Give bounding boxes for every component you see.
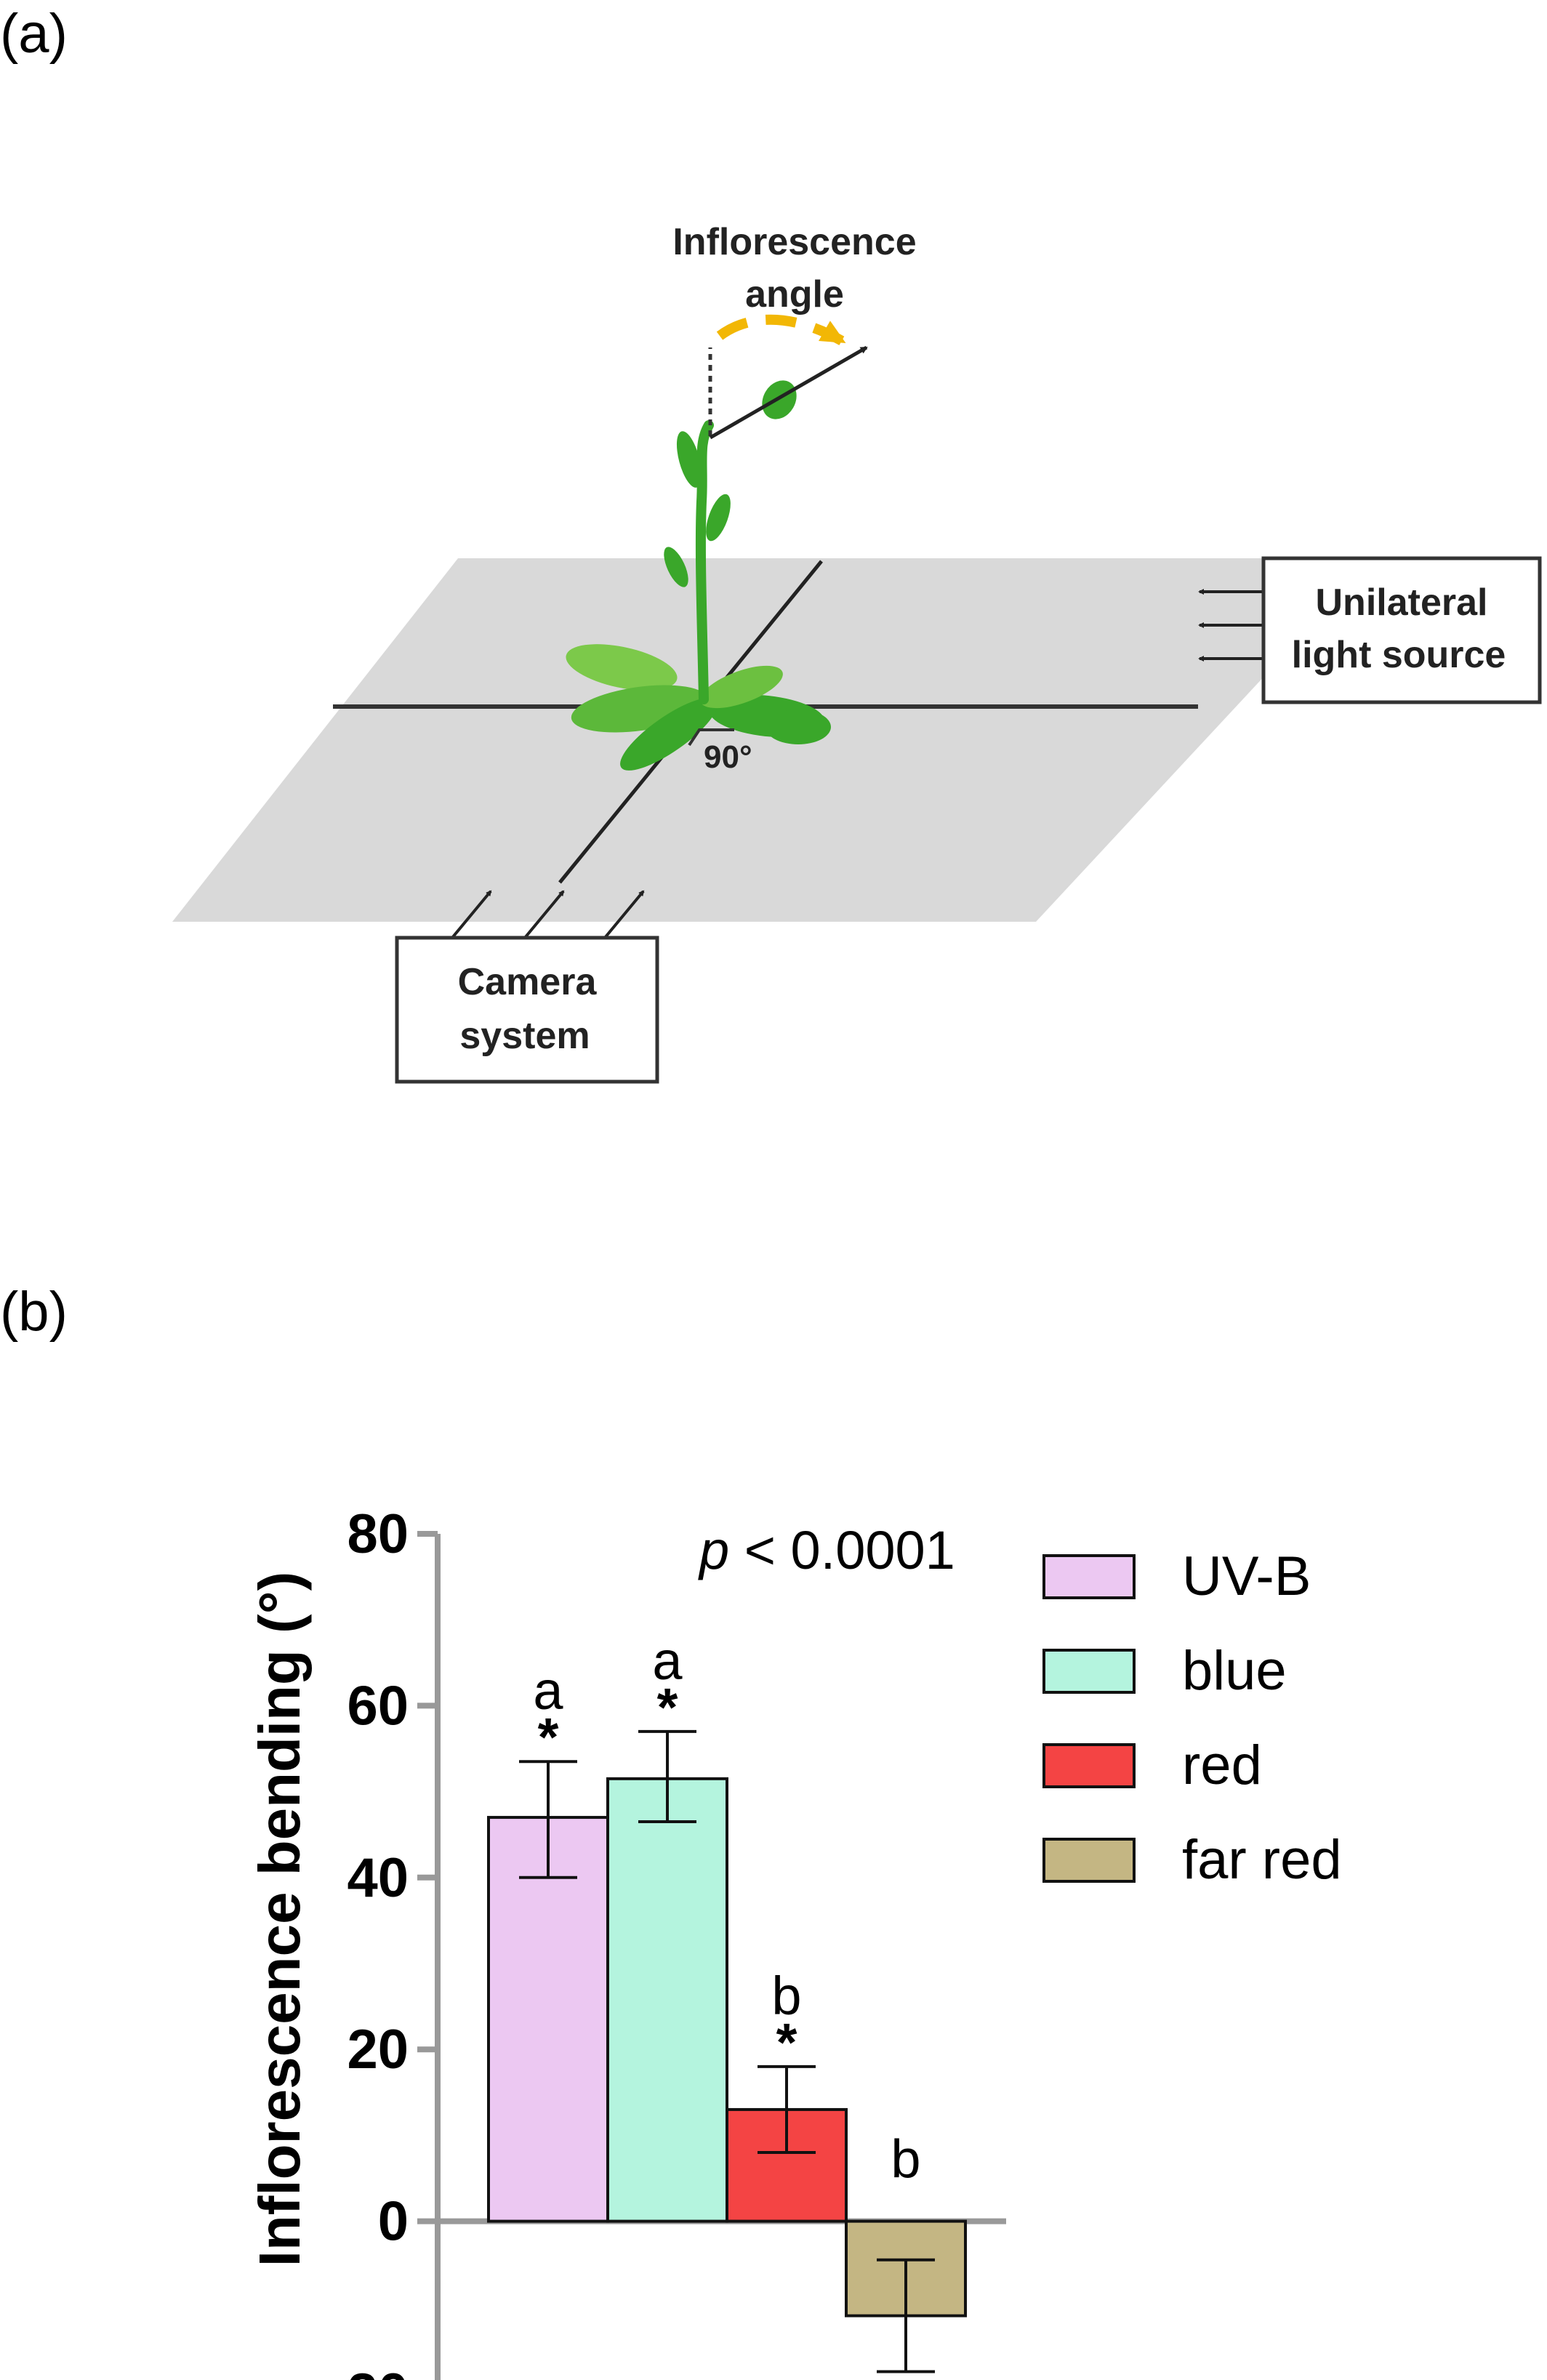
y-tick-label: -20 <box>329 2363 409 2380</box>
right-angle-mark <box>688 728 734 747</box>
chart-annotations: *a*a*bb <box>533 1631 920 2190</box>
group-letter: b <box>771 1966 801 2026</box>
group-letter: a <box>533 1660 563 1721</box>
camera-ray-arrow-2 <box>523 890 565 939</box>
panel-b-label: (b) <box>0 1281 68 1343</box>
angle-arc-arrow <box>716 314 846 347</box>
bar-uv-b <box>487 1816 609 2223</box>
chart-bars <box>487 1777 967 2317</box>
light-source-box <box>1261 556 1542 704</box>
right-angle-label: 90° <box>704 739 752 775</box>
bar-blue <box>606 1777 728 2223</box>
plant-rosette <box>566 644 831 771</box>
legend-swatch <box>1042 1554 1136 1599</box>
y-tick-label: 0 <box>378 2191 409 2253</box>
significance-star: * <box>776 2012 797 2073</box>
legend-label: UV-B <box>1182 1545 1311 1607</box>
p-value-annotation: p < 0.0001 <box>698 1520 955 1580</box>
chart-error-bars <box>519 1729 935 2373</box>
camera-label-line2: system <box>459 1015 590 1057</box>
p-value-text: < 0.0001 <box>729 1520 955 1580</box>
legend-label: red <box>1182 1734 1262 1796</box>
experiment-diagram: Inflorescence angle 90° Unilateral light… <box>172 221 1542 1084</box>
light-source-label-line2: light source <box>1292 634 1506 676</box>
legend-label: blue <box>1182 1640 1287 1702</box>
significance-star: * <box>657 1677 678 1737</box>
chart-legend: UV-B blue red far red <box>1042 1545 1342 1891</box>
group-letter: b <box>891 2129 920 2190</box>
significance-star: * <box>538 1707 559 1767</box>
camera-label-line1: Camera <box>458 961 598 1003</box>
y-tick-label: 60 <box>347 1675 409 1737</box>
y-axis-title: Inflorescence bending (°) <box>247 1572 312 2267</box>
y-tick-label: 40 <box>347 1847 409 1909</box>
legend-swatch <box>1042 1649 1136 1694</box>
panel-a-label: (a) <box>0 3 68 65</box>
y-tick-label: 20 <box>347 2019 409 2081</box>
camera-ray-arrow-1 <box>451 890 492 939</box>
p-value-symbol: p <box>698 1520 729 1580</box>
inflorescence-direction-arrow <box>709 345 868 440</box>
growth-plane <box>172 558 1374 922</box>
group-letter: a <box>652 1631 683 1691</box>
legend-label: far red <box>1182 1829 1342 1891</box>
legend-swatch <box>1042 1838 1136 1883</box>
chart-y-ticks: 80 60 40 20 0 -20 <box>329 1503 438 2380</box>
light-source-label-line1: Unilateral <box>1316 582 1488 624</box>
camera-ray-arrow-3 <box>603 890 645 939</box>
plant-stem <box>695 420 714 704</box>
y-tick-label: 80 <box>347 1503 409 1565</box>
inflorescence-angle-label-line2: angle <box>745 273 844 315</box>
legend-swatch <box>1042 1743 1136 1788</box>
camera-system-box <box>395 936 659 1084</box>
inflorescence-angle-label-line1: Inflorescence <box>672 221 916 263</box>
